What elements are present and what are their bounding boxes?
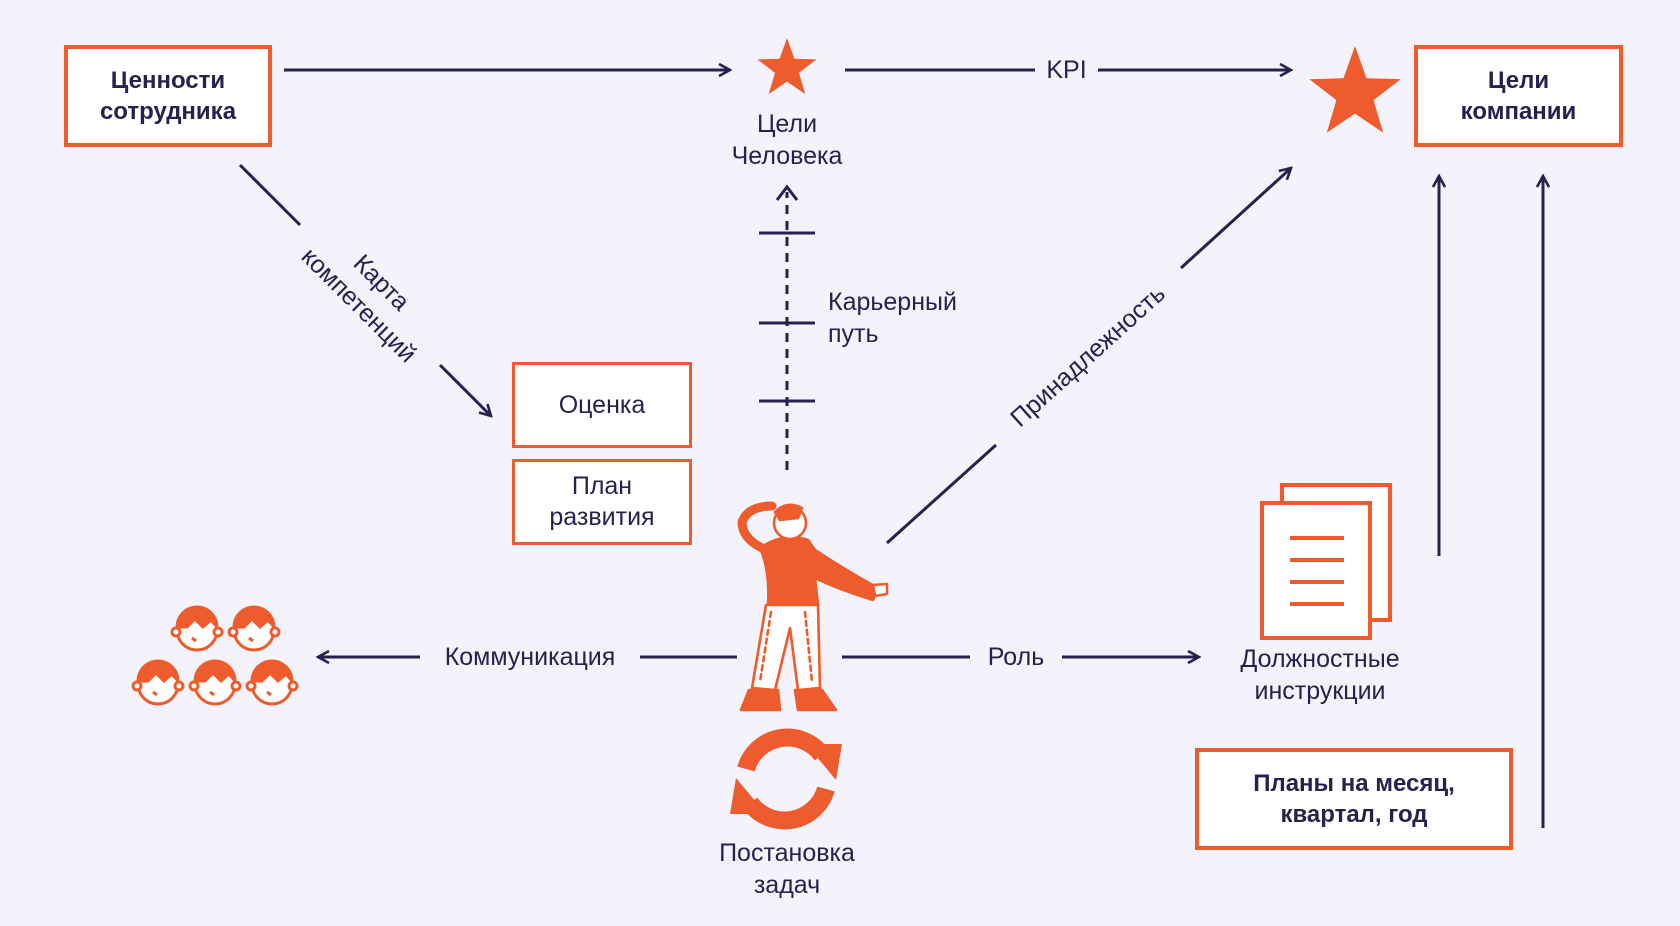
human-goals-label: Цели Человека	[731, 110, 843, 170]
people-group-icon	[131, 605, 299, 706]
plans-text: Планы на месяц, квартал, год	[1253, 770, 1455, 828]
person-thinking-icon	[737, 501, 889, 712]
task-setting-label: Постановка задач	[719, 839, 855, 899]
assessment-text: Оценка	[558, 390, 646, 419]
employee-values-text: Ценности сотрудника	[99, 67, 237, 125]
arrow-belonging-top	[1179, 168, 1291, 270]
refresh-cycle-icon	[730, 728, 842, 830]
arrow-competence-map-bottom	[438, 363, 491, 416]
company-goals-text: Цели компании	[1460, 67, 1577, 125]
career-path-arrowhead	[775, 184, 799, 201]
documents-icon	[1260, 483, 1392, 640]
development-plan-text: План развития	[549, 472, 655, 531]
role-label: Роль	[970, 641, 1062, 673]
company-goals-box: Цели компании	[1414, 45, 1623, 147]
star-icon	[757, 38, 817, 95]
kpi-label: KPI	[1035, 54, 1098, 86]
plans-box: Планы на месяц, квартал, год	[1195, 748, 1513, 850]
star-icon	[1309, 46, 1401, 133]
assessment-box: Оценка	[512, 362, 692, 448]
development-plan-box: План развития	[512, 459, 692, 545]
arrow-belonging-bottom	[885, 443, 998, 545]
employee-values-box: Ценности сотрудника	[64, 45, 272, 147]
career-path-label: Карьерный путь	[828, 288, 957, 348]
job-descriptions-label: Должностные инструкции	[1240, 645, 1400, 705]
communication-label: Коммуникация	[420, 641, 640, 673]
arrow-competence-map-top	[238, 163, 302, 227]
